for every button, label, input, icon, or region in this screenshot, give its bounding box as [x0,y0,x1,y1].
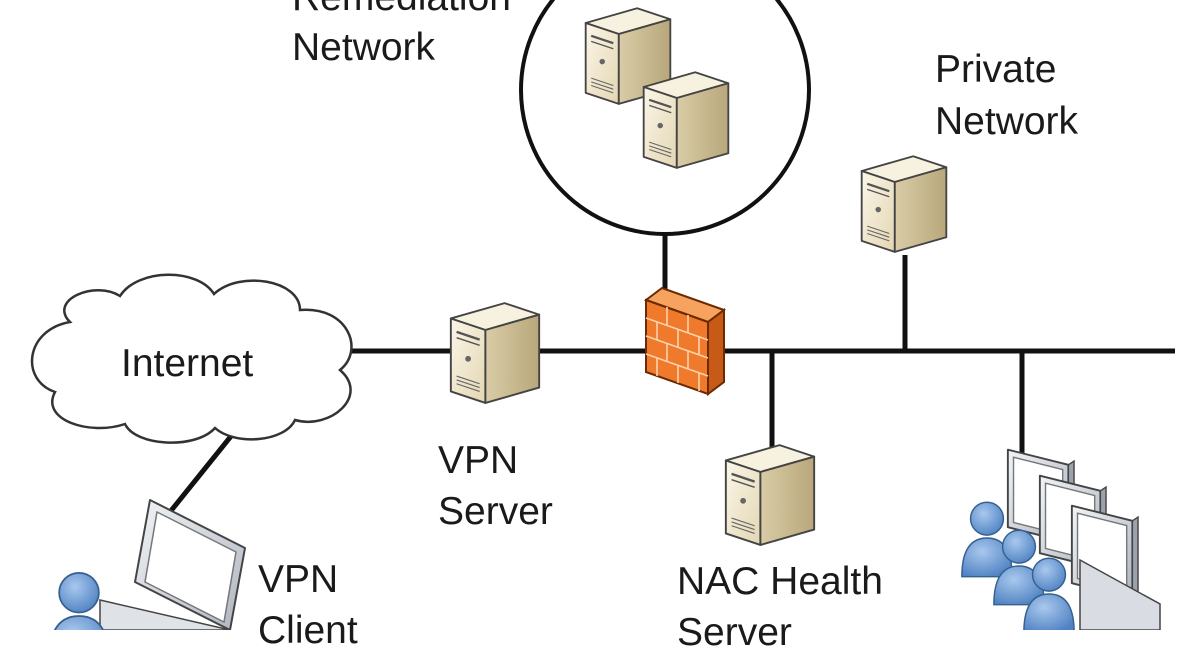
internet-label: Internet [121,342,254,385]
private-server-icon [860,154,948,254]
vpn-server-label-line2: Server [438,490,553,533]
vpn-client-label-line2: Client [258,609,358,652]
remediation-label-line2: Network [292,26,436,69]
nac-server-label-line1: NAC Health [677,560,883,603]
private-network-label-line1: Private [935,48,1057,91]
firewall-brick-icon [643,286,727,396]
workstations-group [961,448,1161,630]
nac-server-label-line2: Server [677,611,792,654]
desk-surface [1079,558,1161,630]
nac-health-server-icon [724,443,816,547]
remediation-server-2-icon [642,71,730,170]
vpn-client-label-line1: VPN [258,558,339,601]
remediation-label-line1: Remediation [292,0,511,23]
private-network-label-line2: Network [935,100,1079,143]
network-diagram [30,0,1175,630]
vpn-server-label-line1: VPN [438,439,519,482]
internet-client-link [168,423,242,514]
laptop-icon [99,499,246,630]
cloud-icon [30,273,353,444]
vpn-server-icon [449,301,541,405]
